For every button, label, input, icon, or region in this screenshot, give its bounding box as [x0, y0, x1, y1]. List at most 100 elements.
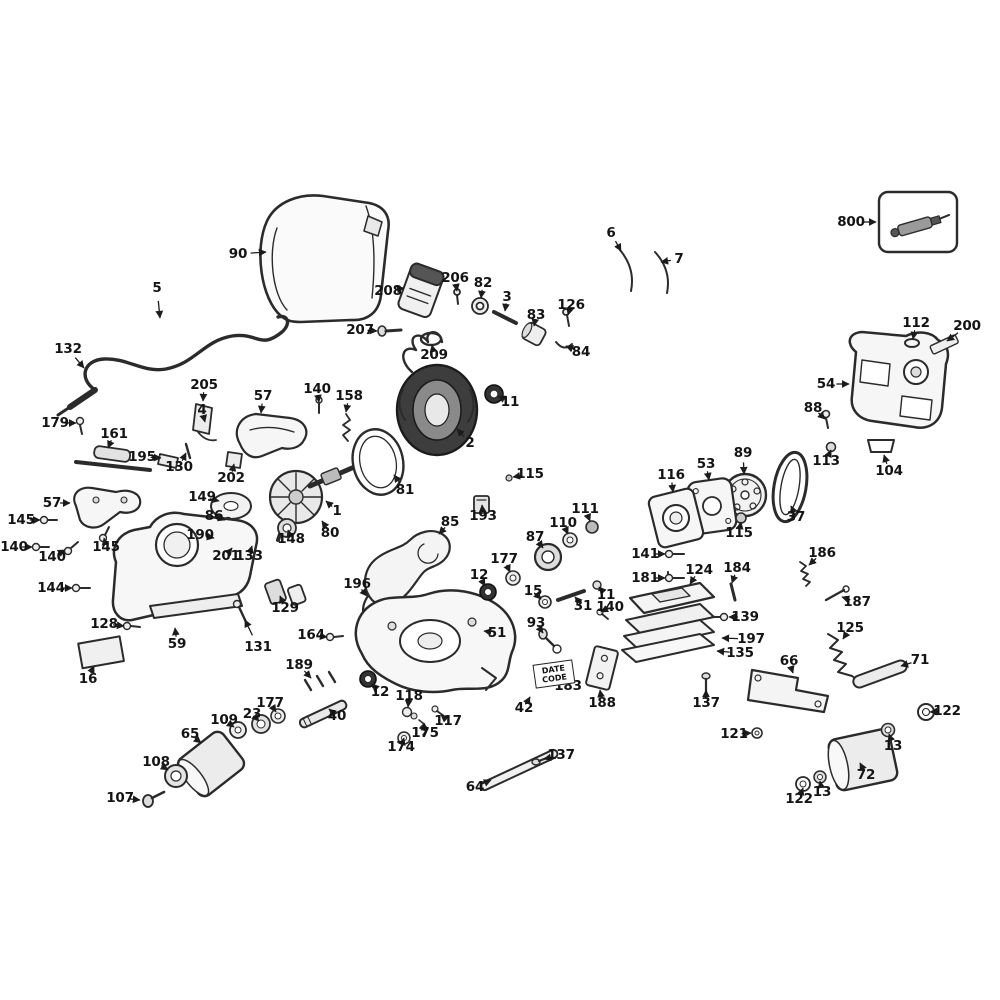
leader-line-126 — [566, 307, 574, 316]
leader-line-177 — [503, 563, 511, 573]
leader-line-110 — [561, 525, 569, 535]
leader-line-121 — [741, 729, 752, 738]
leader-line-66 — [787, 664, 795, 674]
part-ring-121 — [751, 727, 763, 739]
leader-line-148 — [286, 529, 294, 538]
leader-line-111 — [583, 512, 591, 522]
leader-line-51 — [483, 628, 492, 636]
part-screw-207 — [377, 325, 403, 337]
leader-line-187 — [841, 595, 851, 603]
part-rod-187 — [824, 585, 850, 602]
leader-line-133 — [246, 545, 254, 554]
leader-line-206 — [452, 283, 460, 292]
leader-line-87 — [535, 539, 544, 549]
part-baffle-149 — [210, 492, 252, 520]
leader-line-184 — [730, 574, 739, 584]
leader-line-186 — [808, 557, 817, 566]
leader-line-7 — [660, 257, 672, 265]
part-spring-158 — [342, 413, 351, 442]
leader-line-112 — [910, 330, 919, 340]
part-base-body — [111, 511, 259, 622]
leader-line-13 — [817, 780, 826, 789]
leader-line-15 — [533, 591, 542, 600]
leader-line-37 — [790, 505, 798, 515]
leader-line-189 — [303, 670, 312, 679]
leader-line-190 — [206, 532, 215, 541]
leader-line-93 — [535, 624, 544, 634]
leader-line-40 — [328, 708, 337, 717]
leader-line-88 — [817, 411, 826, 420]
leader-line-130 — [179, 452, 187, 462]
leader-line-11 — [497, 395, 507, 403]
leader-line-83 — [531, 318, 540, 327]
leader-line-6 — [614, 240, 622, 252]
part-platen-stack — [621, 571, 716, 663]
part-grommet-12 — [359, 670, 377, 688]
leader-line-108 — [159, 762, 169, 771]
leader-line-196 — [359, 588, 368, 597]
leader-line-85 — [438, 526, 447, 535]
leader-line-125 — [842, 630, 851, 640]
part-tension-bracket — [746, 668, 830, 714]
leader-line-2 — [456, 428, 465, 438]
leader-line-158 — [343, 403, 352, 413]
leader-line-1 — [325, 500, 334, 509]
leader-line-113 — [824, 449, 832, 459]
leader-line-122 — [796, 787, 805, 797]
leader-line-122 — [929, 707, 940, 716]
part-nut-115-mid — [505, 474, 513, 482]
leader-line-131 — [244, 619, 253, 636]
leader-line-175 — [420, 722, 429, 731]
leader-line-207 — [367, 326, 378, 335]
part-gear-housing — [354, 589, 517, 694]
leader-line-12 — [478, 577, 486, 587]
lubricant-icon — [890, 213, 951, 238]
part-plate-188 — [585, 645, 619, 691]
leader-line-195 — [150, 453, 162, 462]
leader-line-117 — [440, 714, 449, 723]
leader-line-107 — [128, 795, 141, 804]
part-pulley-cluster — [479, 520, 609, 620]
leader-line-116 — [668, 482, 677, 493]
leader-line-57 — [257, 403, 266, 414]
leader-line-197 — [721, 634, 739, 643]
part-front-handle — [73, 486, 142, 529]
leader-line-137 — [543, 753, 554, 762]
leader-line-140 — [56, 549, 66, 557]
leader-line-129 — [279, 595, 287, 605]
part-screw-139 — [711, 612, 729, 622]
part-top-handle — [235, 412, 308, 459]
leader-line-3 — [502, 303, 510, 312]
leader-line-208 — [395, 285, 405, 294]
leader-line-5 — [155, 300, 164, 319]
leader-line-202 — [228, 463, 237, 472]
part-spring-186 — [799, 561, 811, 587]
leader-line-65 — [192, 735, 202, 744]
leader-line-177 — [268, 703, 277, 713]
leader-line-193 — [478, 504, 487, 513]
leader-line-13 — [887, 733, 895, 743]
part-shaft-40 — [298, 699, 348, 729]
leader-line-90 — [250, 248, 267, 257]
leader-line-201 — [224, 547, 233, 557]
part-armature — [268, 465, 355, 542]
part-drive-belt — [771, 450, 809, 524]
leader-line-128 — [112, 621, 125, 630]
leader-line-200 — [946, 332, 959, 342]
part-fan-ring — [351, 428, 405, 496]
leader-line-161 — [107, 439, 115, 449]
leader-line-11 — [598, 586, 607, 595]
leader-line-71 — [900, 660, 912, 668]
leader-line-174 — [398, 737, 406, 746]
part-pin-184 — [729, 582, 737, 602]
leader-line-135 — [716, 647, 730, 656]
leader-line-104 — [882, 454, 890, 464]
leader-line-64 — [481, 779, 492, 787]
leader-line-82 — [478, 289, 486, 299]
part-drive-drum — [827, 728, 899, 792]
part-bearing-108 — [164, 764, 188, 788]
leader-line-89 — [739, 462, 748, 475]
part-rear-housing — [848, 330, 950, 429]
leader-line-205 — [199, 392, 208, 402]
